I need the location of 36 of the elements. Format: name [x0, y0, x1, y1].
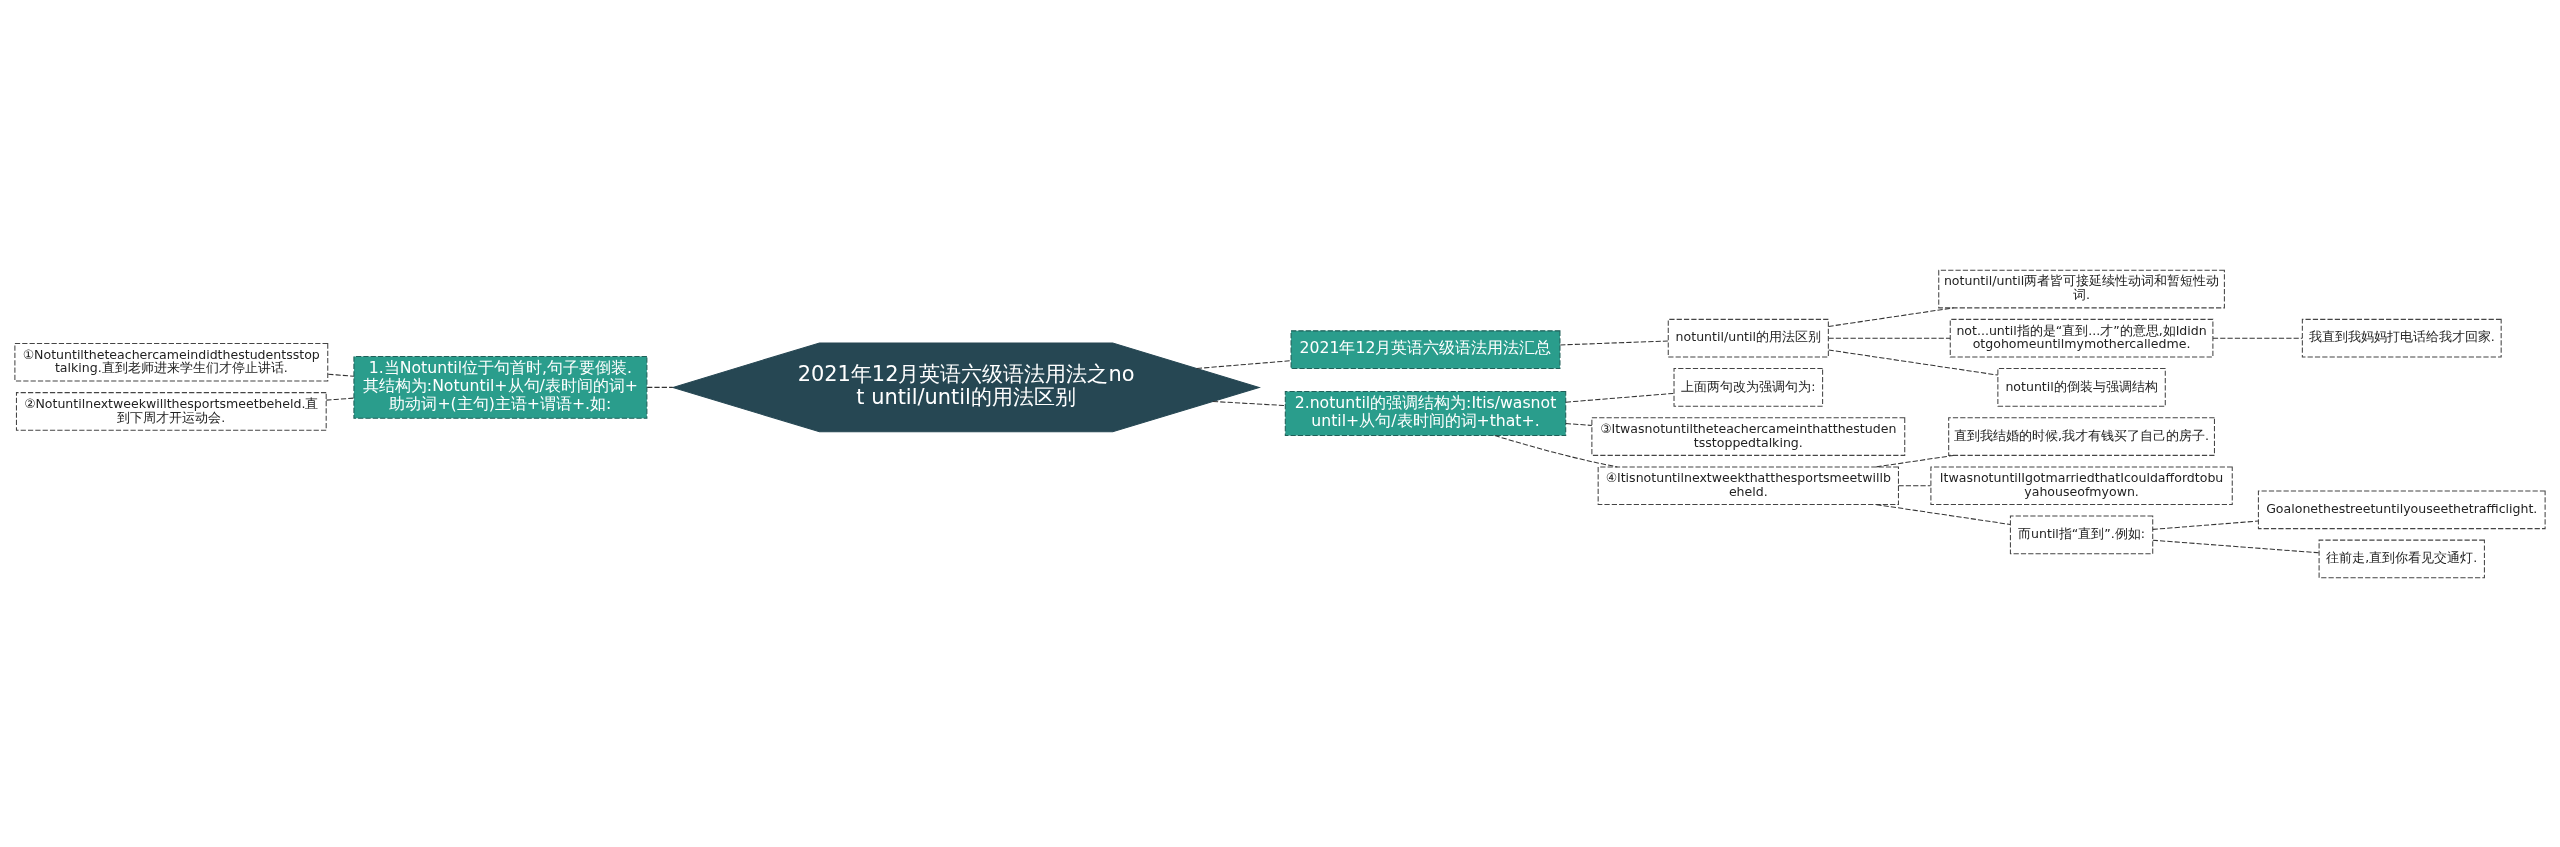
connector [1828, 348, 1999, 376]
connector [327, 373, 355, 377]
connector [1897, 484, 1932, 486]
node-box: ①Notuntiltheteachercameindidthestudentsstoptalking.直到老师进来学生们才停止讲话. [14, 342, 329, 382]
connector [2152, 539, 2320, 553]
node-box: notuntil的倒装与强调结构 [1997, 367, 2166, 407]
node-box: 直到我结婚的时候,我才有钱买了自己的房子. [1948, 416, 2215, 456]
connector [2152, 520, 2259, 530]
connector [2212, 337, 2303, 339]
node-box: notuntil/until的用法区别 [1667, 318, 1829, 358]
node-box: 2.notuntil的强调结构为:Itis/wasnotuntil+从句/表时间的词+that+. [1284, 390, 1567, 436]
connector [1494, 434, 1618, 467]
node-box: ③Itwasnotuntiltheteachercameinthatthestudentsstoppedtalking. [1591, 416, 1906, 456]
connector [1565, 392, 1675, 403]
node-box: 而until指“直到”.例如: [2009, 515, 2154, 554]
connector [1565, 422, 1593, 426]
node-box: 1.当Notuntil位于句首时,句子要倒装.其结构为:Notuntil+从句/表时间的词+助动词+(主句)主语+谓语+.如: [353, 355, 648, 419]
connector [1196, 359, 1292, 369]
node-box: 上面两句改为强调句为: [1673, 367, 1824, 407]
connector [646, 386, 674, 388]
node-box: ④Itisnotuntilnextweekthatthesportsmeetwillbeheld. [1597, 465, 1899, 505]
node-box: 往前走,直到你看见交通灯. [2318, 539, 2485, 578]
connector [325, 397, 355, 401]
connector [1875, 503, 2011, 525]
node-box: 我直到我妈妈打电话给我才回家. [2301, 318, 2502, 358]
connector [1559, 340, 1669, 345]
node-box: not...until指的是“直到...才”的意思,如Ididnotgohomeuntilmymothercalledme. [1949, 318, 2214, 358]
node-box: ItwasnotuntilIgotmarriedthatIcouldaffordtobuyahouseofmyown. [1930, 465, 2233, 505]
connector [1212, 400, 1286, 406]
connector [1828, 337, 1951, 339]
node-box: ②Notuntilnextweekwillthesportsmeetbeheld.直到下周才开运动会. [15, 391, 327, 431]
node-box: Goalonethestreetuntilyouseethetrafficlight. [2257, 489, 2546, 529]
connector [1828, 306, 1955, 327]
node-box: 2021年12月英语六级语法用法汇总 [1290, 329, 1561, 369]
connector [1875, 454, 1955, 467]
node-box: notuntil/until两者皆可接延续性动词和暂短性动词. [1938, 269, 2225, 308]
